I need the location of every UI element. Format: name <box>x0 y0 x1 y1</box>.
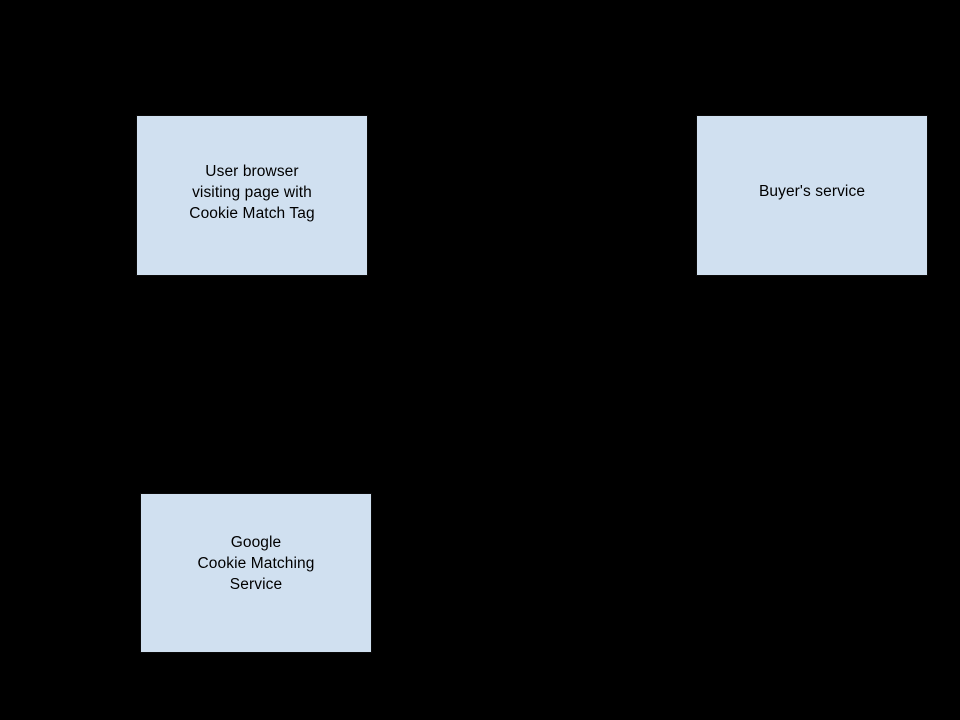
node-user-browser[interactable]: User browser visiting page with Cookie M… <box>136 115 368 276</box>
node-user-browser-label: User browser visiting page with Cookie M… <box>189 163 315 222</box>
node-buyers-service-label: Buyer's service <box>758 183 866 200</box>
node-buyers-service[interactable]: Buyer's service <box>696 115 928 276</box>
node-google-cookie-matching-service-label: Google Cookie Matching Service <box>197 533 315 593</box>
node-google-cookie-matching-service[interactable]: Google Cookie Matching Service <box>140 493 372 653</box>
